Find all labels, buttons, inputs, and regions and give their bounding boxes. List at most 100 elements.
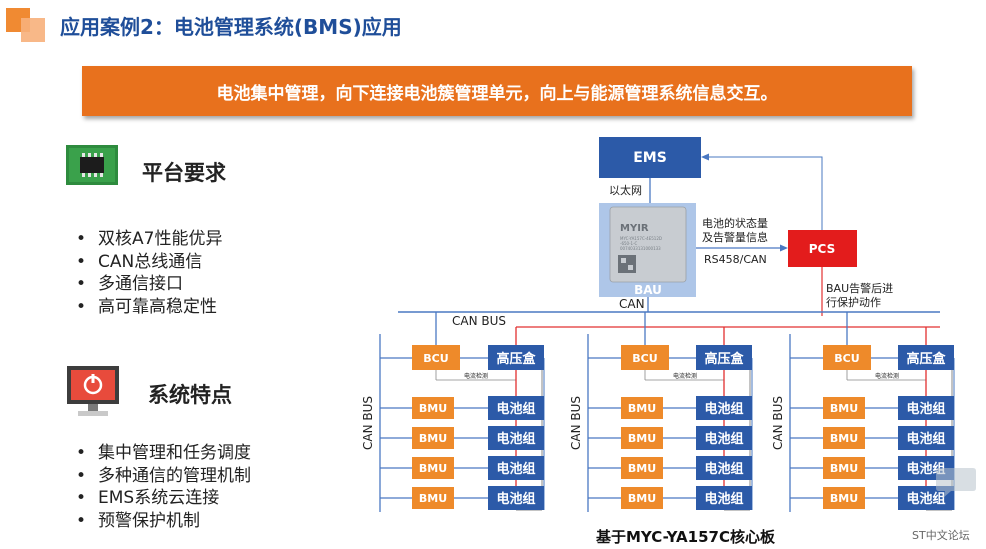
list-item: 高可靠高稳定性 (76, 296, 222, 319)
list-item: CAN总线通信 (76, 251, 222, 274)
bmu-box (412, 457, 454, 479)
svg-text:BCU: BCU (632, 352, 657, 365)
pcs-box (788, 230, 857, 267)
platform-list: 双核A7性能优异 CAN总线通信 多通信接口 高可靠高稳定性 (76, 228, 222, 318)
bcu-box (621, 345, 669, 370)
bau-chip-brand: MYIR (620, 223, 649, 234)
qr-code-icon (618, 255, 636, 273)
bau-alarm-label-1: BAU告警后进 (826, 281, 893, 295)
svg-text:电池组: 电池组 (704, 461, 743, 477)
cluster-can-bus-label: CAN BUS (569, 396, 583, 450)
svg-text:BMU: BMU (628, 402, 656, 415)
arrow-icon (780, 244, 788, 252)
bau-chip-line: MYC-YA157C-4E512D (620, 236, 662, 241)
features-list: 集中管理和任务调度 多种通信的管理机制 EMS系统云连接 预警保护机制 (76, 442, 251, 532)
status-label-1: 电池的状态量 (702, 216, 768, 230)
cluster-can-bus-label: CAN BUS (771, 396, 785, 450)
bmu-box (823, 457, 865, 479)
battery-group-box (488, 456, 544, 480)
page-title: 应用案例2：电池管理系统(BMS)应用 (60, 15, 402, 39)
bcu-box (823, 345, 871, 370)
battery-group-box (696, 426, 752, 450)
hv-box (898, 345, 954, 370)
battery-cluster-2: CAN BUS 电流检测 BCU 高压盒 BMU BMU BMU BMU 电池组 (569, 312, 753, 512)
svg-text:电池组: 电池组 (704, 431, 743, 447)
logo-square-front (21, 18, 45, 42)
battery-group-box (696, 486, 752, 510)
bau-chip-line: 0074033131000133 (620, 246, 661, 251)
rs-label: RS458/CAN (704, 253, 767, 266)
battery-group-box (696, 396, 752, 420)
bau-label: BAU (634, 283, 662, 297)
battery-group-box (488, 486, 544, 510)
list-item: 双核A7性能优异 (76, 228, 222, 251)
svg-text:电池组: 电池组 (906, 431, 945, 447)
hv-box (488, 345, 544, 370)
list-item: 多种通信的管理机制 (76, 465, 251, 488)
svg-text:BMU: BMU (419, 402, 447, 415)
hv-box (696, 345, 752, 370)
svg-text:BMU: BMU (628, 462, 656, 475)
battery-group-box (898, 426, 954, 450)
current-detect-label: 电流检测 (673, 372, 697, 380)
current-detect-label: 电流检测 (875, 372, 899, 380)
battery-cluster-1: CAN BUS 电流检测 BCU 高压盒 BMU BMU BMU BMU 电池组 (361, 312, 545, 512)
svg-text:BMU: BMU (628, 432, 656, 445)
svg-text:电池组: 电池组 (906, 491, 945, 507)
svg-text:BMU: BMU (830, 402, 858, 415)
battery-group-box (898, 396, 954, 420)
svg-text:BMU: BMU (419, 432, 447, 445)
features-heading: 系统特点 (148, 383, 232, 407)
svg-text:电池组: 电池组 (704, 491, 743, 507)
svg-text:高压盒: 高压盒 (906, 351, 946, 367)
bmu-box (621, 457, 663, 479)
main-can-bus-label: CAN BUS (452, 314, 506, 328)
svg-text:BMU: BMU (628, 492, 656, 505)
svg-text:BMU: BMU (830, 462, 858, 475)
ethernet-label: 以太网 (609, 184, 642, 197)
current-detect-label: 电流检测 (464, 372, 488, 380)
diagram-caption: 基于MYC-YA157C核心板 (596, 528, 775, 546)
pcs-ems-link (706, 156, 823, 230)
status-label-2: 及告警量信息 (702, 230, 768, 244)
pcs-label: PCS (809, 242, 835, 256)
chip-icon (66, 145, 118, 185)
list-item: 多通信接口 (76, 273, 222, 296)
list-item: EMS系统云连接 (76, 487, 251, 510)
svg-text:电池组: 电池组 (704, 401, 743, 417)
svg-text:BMU: BMU (419, 462, 447, 475)
summary-banner: 电池集中管理，向下连接电池簇管理单元，向上与能源管理系统信息交互。 (82, 66, 912, 116)
monitor-alert-icon (67, 366, 119, 416)
ems-box (599, 137, 701, 178)
svg-text:BMU: BMU (830, 432, 858, 445)
svg-text:电池组: 电池组 (496, 491, 535, 507)
battery-group-box (488, 396, 544, 420)
battery-group-box (488, 426, 544, 450)
svg-text:电池组: 电池组 (496, 401, 535, 417)
list-item: 集中管理和任务调度 (76, 442, 251, 465)
svg-text:BCU: BCU (834, 352, 859, 365)
bau-alarm-label-2: 行保护动作 (826, 295, 881, 309)
svg-text:电池组: 电池组 (906, 461, 945, 477)
can-label: CAN (619, 297, 645, 311)
svg-text:电池组: 电池组 (906, 401, 945, 417)
svg-text:高压盒: 高压盒 (704, 351, 744, 367)
bmu-box (621, 397, 663, 419)
bcu-box (412, 345, 460, 370)
bmu-box (621, 427, 663, 449)
bau-chip-line: -650-1-C (620, 241, 638, 246)
cluster-can-bus-label: CAN BUS (361, 396, 375, 450)
svg-text:BCU: BCU (423, 352, 448, 365)
list-item: 预警保护机制 (76, 510, 251, 533)
svg-text:高压盒: 高压盒 (496, 351, 536, 367)
svg-text:BMU: BMU (419, 492, 447, 505)
bmu-box (823, 427, 865, 449)
bmu-box (412, 487, 454, 509)
platform-heading: 平台要求 (142, 161, 226, 185)
arrow-icon (701, 153, 709, 161)
svg-text:电池组: 电池组 (496, 431, 535, 447)
watermark-text: ST中文论坛 (912, 529, 970, 542)
bmu-box (412, 427, 454, 449)
battery-group-box (696, 456, 752, 480)
bmu-box (823, 487, 865, 509)
